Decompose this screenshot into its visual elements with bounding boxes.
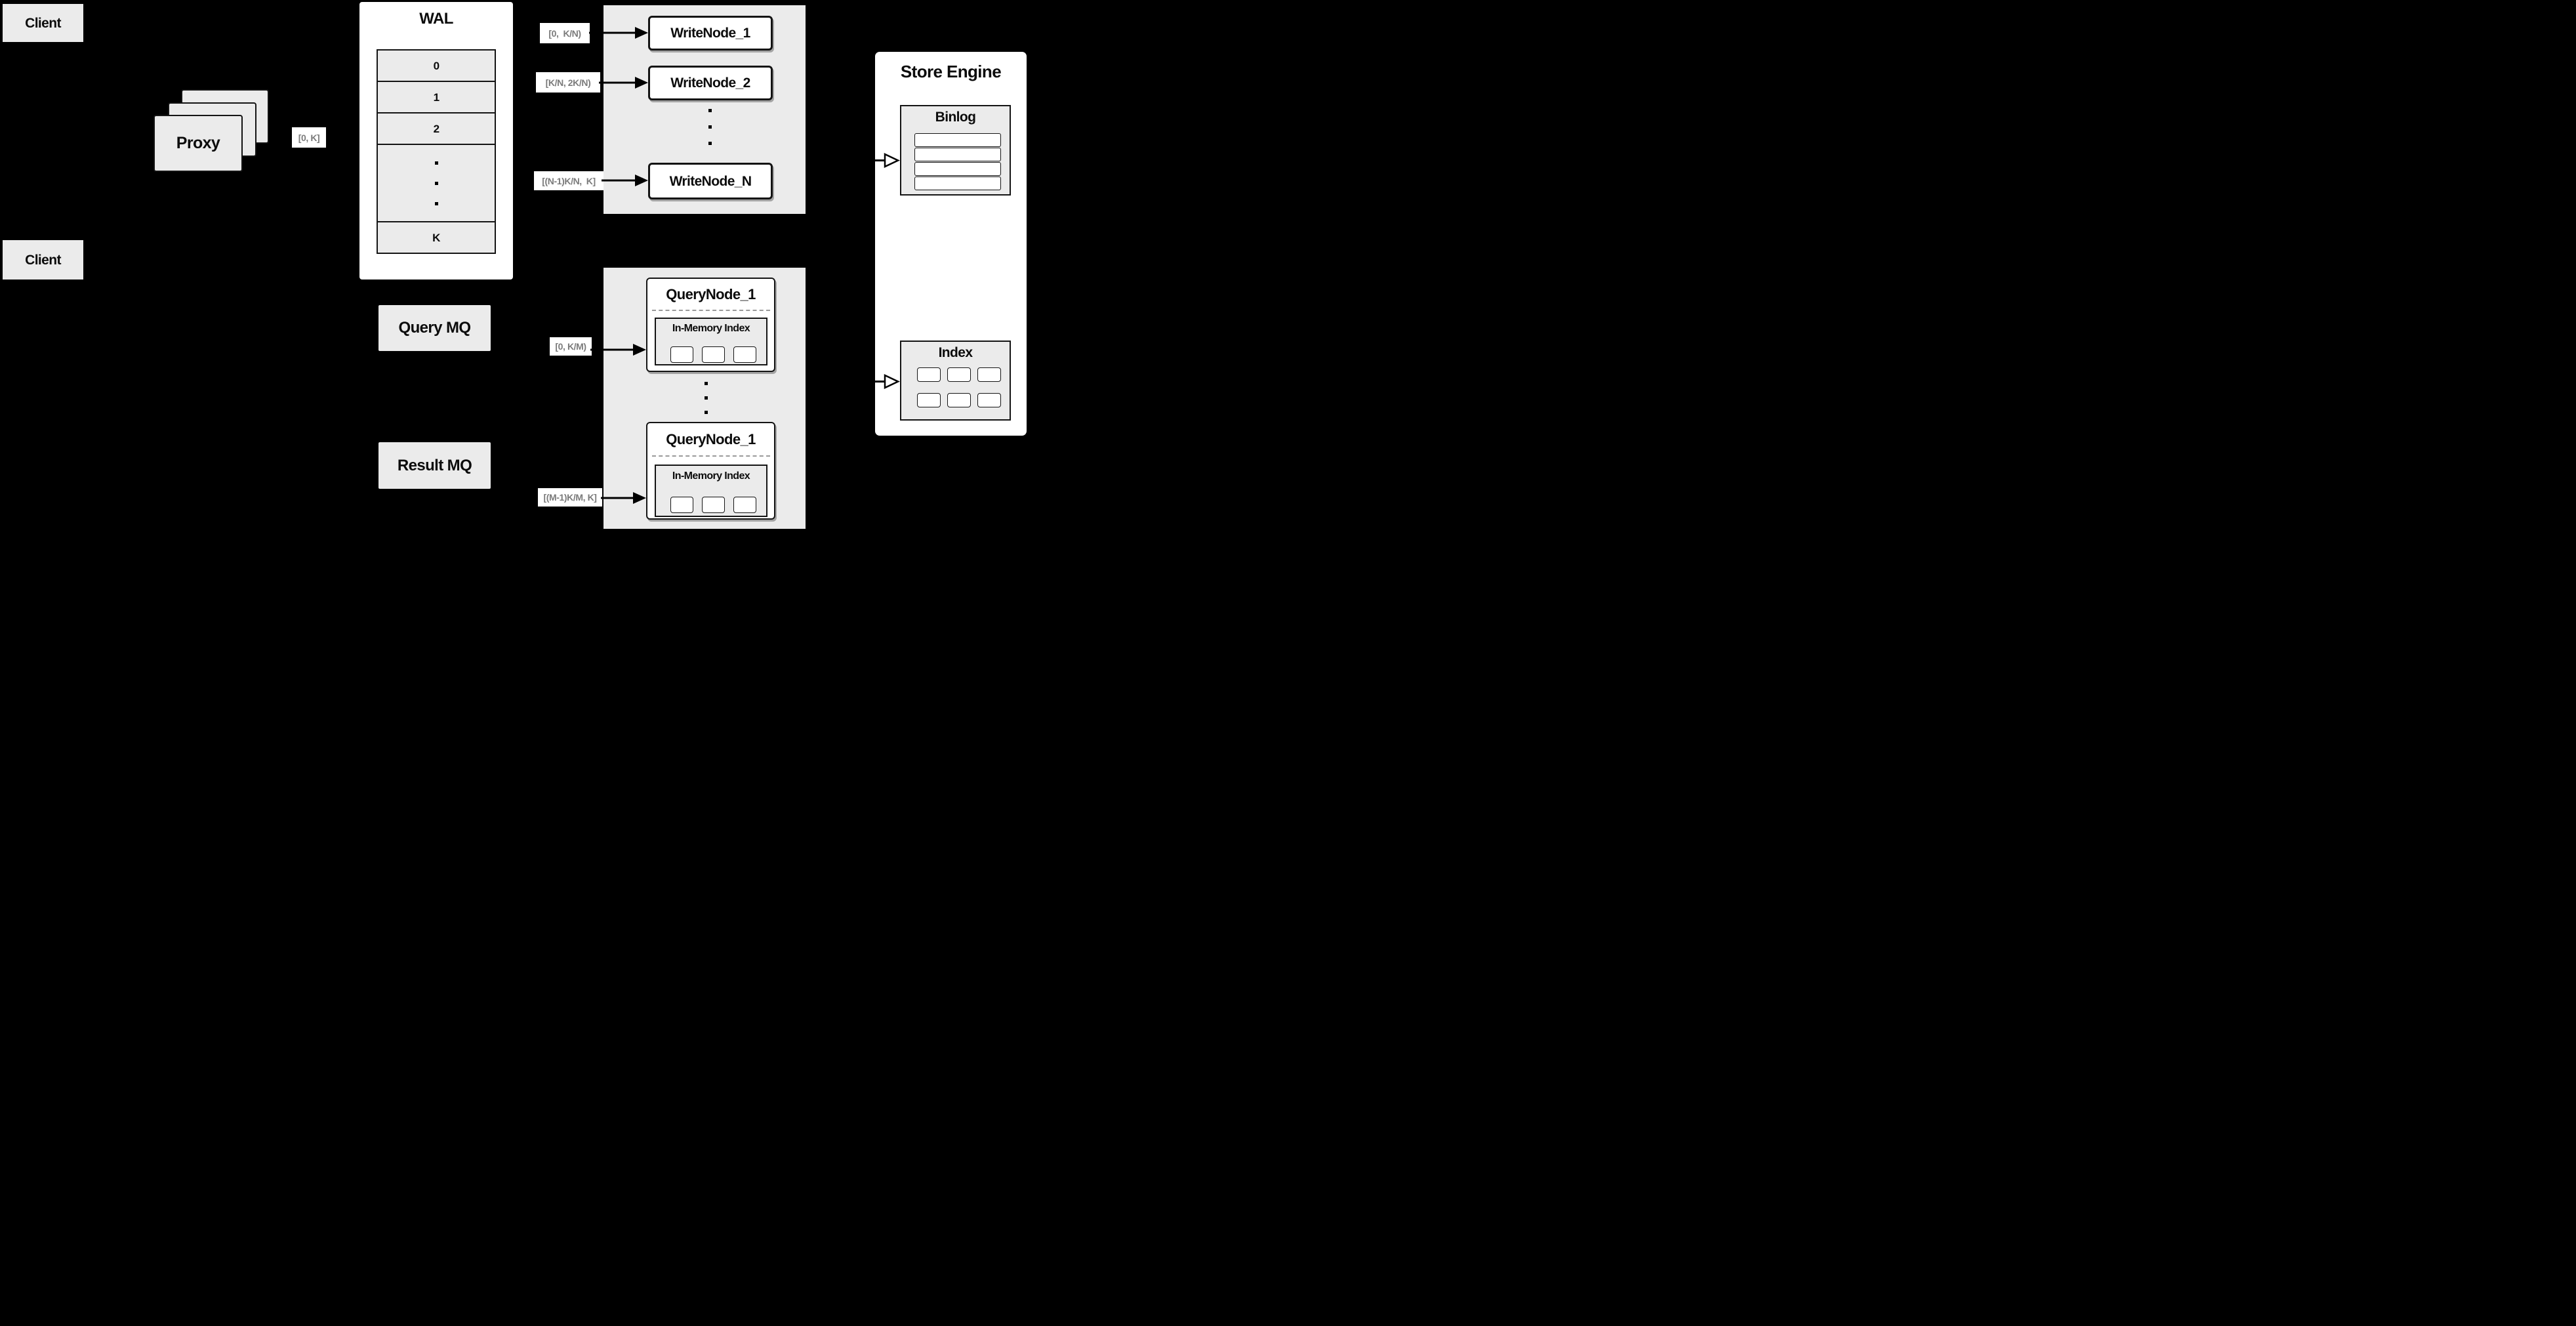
- hollow-arrow-to-binlog: [874, 153, 900, 168]
- range-label-write-n: [(N-1)K/N, K]: [534, 171, 603, 190]
- arrow-to-write-node-1: [589, 27, 648, 39]
- segment-squares-2: [670, 497, 756, 513]
- hollow-arrow-to-index: [874, 374, 900, 389]
- write-node-2-label: WriteNode_2: [670, 75, 750, 91]
- wal-row-0-label: 0: [433, 59, 440, 72]
- proxy-label: Proxy: [176, 134, 220, 152]
- segment-squares-1: [670, 346, 756, 363]
- wal-row-0: 0: [378, 51, 495, 82]
- wal-row-2: 2: [378, 114, 495, 145]
- query-node-1-title: QueryNode_1: [666, 286, 756, 302]
- binlog-row: [914, 133, 1001, 147]
- index-square: [947, 367, 971, 382]
- wal-title: WAL: [419, 10, 453, 28]
- in-memory-index-box-1: In-Memory Index: [655, 318, 767, 365]
- proxy-node: Proxy: [153, 115, 243, 172]
- index-square: [947, 393, 971, 407]
- index-square: [977, 393, 1001, 407]
- write-node-1: WriteNode_1: [648, 16, 773, 51]
- result-mq-label: Result MQ: [397, 456, 472, 474]
- ellipsis-dot: [705, 382, 708, 385]
- in-memory-index-box-2: In-Memory Index: [655, 465, 767, 517]
- binlog-rows: [914, 133, 1001, 190]
- arrow-to-query-node-2: [601, 492, 646, 504]
- query-node-1: QueryNode_1 In-Memory Index: [646, 278, 775, 372]
- client-top-node: Client: [3, 4, 83, 42]
- ellipsis-dot: [708, 109, 712, 112]
- query-mq-label: Query MQ: [398, 319, 472, 337]
- write-node-n: WriteNode_N: [648, 163, 773, 199]
- wal-row-1: 1: [378, 82, 495, 114]
- arrow-to-write-node-2: [599, 77, 648, 89]
- result-mq-node: Result MQ: [378, 442, 491, 489]
- in-memory-index-label-2: In-Memory Index: [672, 470, 750, 482]
- divider-dashed: [652, 310, 770, 311]
- binlog-box: Binlog: [900, 105, 1011, 196]
- ellipsis-dot: [705, 396, 708, 400]
- segment-square: [702, 346, 725, 363]
- segment-square: [733, 346, 756, 363]
- store-engine-panel: Store Engine Binlog Index: [875, 52, 1027, 436]
- segment-square: [702, 497, 725, 513]
- ellipsis-dot: [708, 125, 712, 129]
- range-label-query-1: [0, K/M): [550, 337, 592, 356]
- binlog-row: [914, 176, 1001, 190]
- client-bottom-node: Client: [3, 240, 83, 280]
- ellipsis-dot: [434, 161, 438, 165]
- range-label-query-2: [(M-1)K/M, K]: [538, 488, 602, 507]
- write-group-ellipsis: [708, 109, 712, 145]
- range-label-write-2: [K/N, 2K/N): [536, 72, 600, 93]
- in-memory-index-label-1: In-Memory Index: [672, 323, 750, 334]
- arrow-to-write-node-n: [602, 175, 648, 186]
- arrow-to-query-node-1: [590, 344, 646, 356]
- wal-row-k: K: [378, 222, 495, 253]
- query-group-ellipsis: [705, 382, 708, 414]
- query-node-2-title: QueryNode_1: [666, 431, 756, 447]
- index-title: Index: [938, 345, 973, 360]
- ellipsis-dot: [708, 142, 712, 145]
- range-label-write-1: [0, K/N): [540, 23, 590, 43]
- query-mq-node: Query MQ: [378, 305, 491, 351]
- index-square: [977, 367, 1001, 382]
- ellipsis-dot: [434, 181, 438, 185]
- store-engine-title: Store Engine: [900, 62, 1002, 81]
- segment-square: [670, 497, 693, 513]
- segment-square: [733, 497, 756, 513]
- wal-row-2-label: 2: [433, 122, 440, 135]
- index-square: [917, 393, 941, 407]
- binlog-row: [914, 162, 1001, 176]
- index-squares: [917, 367, 1001, 407]
- wal-row-1-label: 1: [433, 91, 440, 104]
- wal-panel: WAL 0 1 2 K: [359, 2, 513, 280]
- client-top-label: Client: [25, 15, 61, 31]
- index-square: [917, 367, 941, 382]
- range-label-proxy-out: [0, K]: [292, 127, 326, 148]
- query-node-2: QueryNode_1 In-Memory Index: [646, 422, 775, 520]
- wal-row-ellipsis: [378, 145, 495, 222]
- binlog-title: Binlog: [935, 110, 976, 125]
- wal-row-k-label: K: [432, 231, 440, 244]
- client-bottom-label: Client: [25, 252, 61, 268]
- segment-square: [670, 346, 693, 363]
- ellipsis-dot: [705, 411, 708, 414]
- write-node-n-label: WriteNode_N: [669, 173, 752, 189]
- write-node-2: WriteNode_2: [648, 66, 773, 100]
- write-node-1-label: WriteNode_1: [670, 26, 750, 41]
- binlog-row: [914, 148, 1001, 161]
- diagram-canvas: Client Client Proxy [0, K] WAL 0 1 2: [0, 0, 1031, 530]
- divider-dashed: [652, 455, 770, 457]
- index-box: Index: [900, 341, 1011, 421]
- wal-table: 0 1 2 K: [377, 49, 496, 254]
- ellipsis-dot: [434, 201, 438, 205]
